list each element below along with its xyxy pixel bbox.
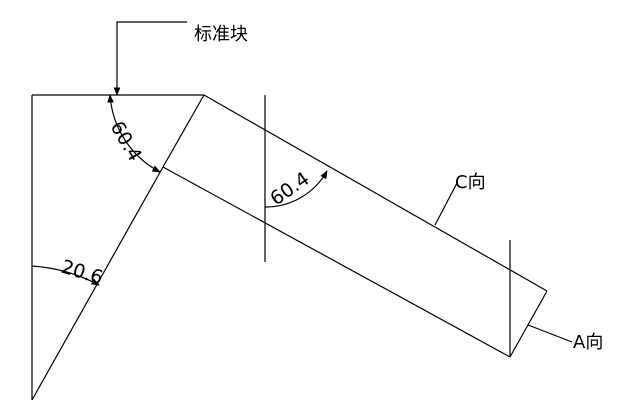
block-bevel-edge: [162, 94, 205, 168]
bar-bottom-edge: [162, 166, 511, 358]
direction-c-leader: [434, 182, 458, 226]
angle-arc-top: [107, 94, 161, 173]
inclined-bar: [162, 94, 548, 358]
angle-arc-left: [31, 265, 100, 286]
direction-a-leader: [527, 324, 573, 343]
angle-arc-mid: [264, 170, 328, 208]
standard-block-leader: [113, 21, 187, 96]
direction-c-label: C向: [455, 172, 486, 193]
standard-block-label: 标准块: [194, 24, 248, 45]
direction-a-label: A向: [573, 332, 603, 353]
bar-end-edge: [509, 290, 548, 358]
bar-top-edge: [203, 94, 548, 292]
angle-label-left: 20.6: [59, 256, 106, 289]
angle-label-mid: 60.4: [266, 168, 313, 210]
